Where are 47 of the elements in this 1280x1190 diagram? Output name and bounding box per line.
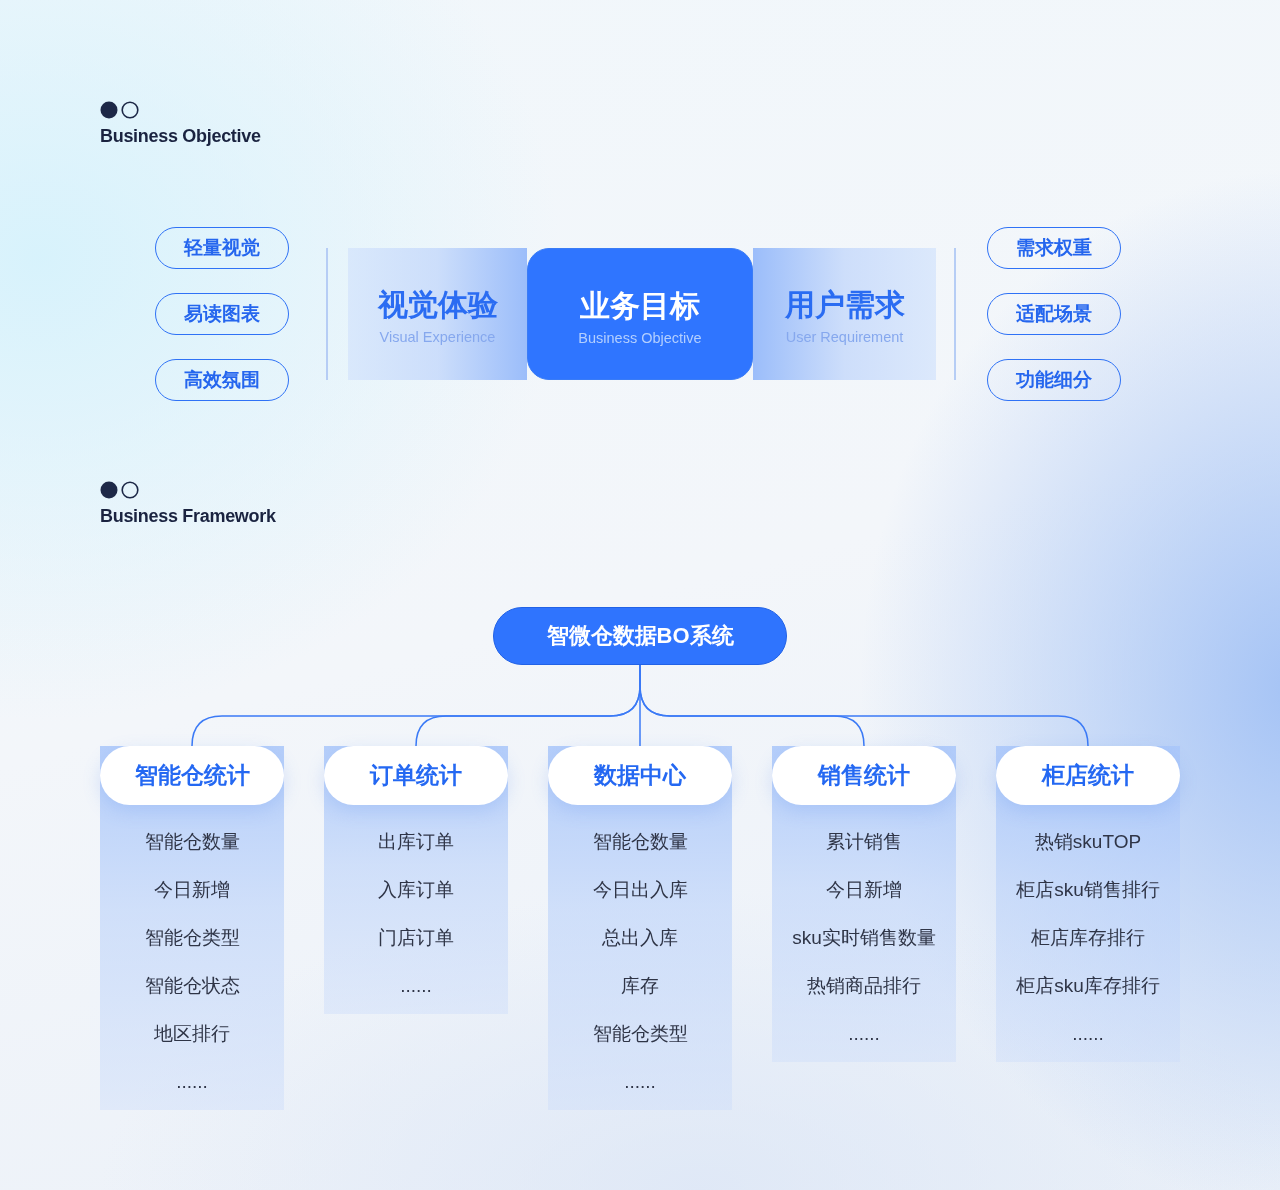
list-item: 智能仓数量 [592, 830, 688, 854]
list-item: 智能仓类型 [592, 1022, 688, 1046]
list-item: 总出入库 [602, 926, 678, 950]
highlight-box [527, 248, 753, 380]
list-item: 智能仓数量 [144, 830, 240, 854]
box-subtitle: Business Objective [578, 329, 702, 347]
column-header-pill: 智能仓统计 [100, 746, 284, 805]
column-panel [548, 746, 732, 1110]
list-item: ...... [624, 1070, 656, 1094]
list-item: 地区排行 [154, 1022, 230, 1046]
list-item: 智能仓状态 [144, 974, 240, 998]
list-item: 出库订单 [378, 830, 454, 854]
band-title: 用户需求 [784, 287, 905, 323]
list-item: 今日出入库 [592, 878, 688, 902]
list-item: 累计销售 [826, 830, 902, 854]
list-item: 柜店库存排行 [1031, 926, 1145, 950]
list-item: sku实时销售数量 [792, 926, 936, 950]
list-item: 柜店sku销售排行 [1016, 878, 1160, 902]
column-panel [324, 746, 508, 1014]
box-title: 业务目标 [580, 288, 700, 324]
list-item: 今日新增 [826, 878, 902, 902]
column-panel [996, 746, 1180, 1062]
highlight-band [348, 248, 527, 380]
band-title: 视觉体验 [377, 287, 498, 323]
highlight-band [753, 248, 936, 380]
list-item: 柜店sku库存排行 [1016, 974, 1160, 998]
band-subtitle: Visual Experience [379, 328, 496, 346]
column-panel [100, 746, 284, 1110]
column-panel [772, 746, 956, 1062]
list-item: 入库订单 [378, 878, 454, 902]
column-header-pill: 订单统计 [324, 746, 508, 805]
list-item: 热销skuTOP [1034, 830, 1142, 854]
root-pill: 智微仓数据BO系统 [493, 607, 787, 665]
column-header-pill: 数据中心 [548, 746, 732, 805]
list-item: ...... [400, 974, 432, 998]
section-heading: Business Objective [100, 125, 261, 147]
section-heading: Business Framework [100, 505, 276, 527]
column-header-pill: 柜店统计 [996, 746, 1180, 805]
list-item: 今日新增 [154, 878, 230, 902]
list-item: 库存 [621, 974, 659, 998]
list-item: 门店订单 [378, 926, 454, 950]
column-header-pill: 销售统计 [772, 746, 956, 805]
list-item: ...... [848, 1022, 880, 1046]
list-item: 智能仓类型 [144, 926, 240, 950]
list-item: 热销商品排行 [807, 974, 921, 998]
list-item: ...... [1072, 1022, 1104, 1046]
list-item: ...... [176, 1070, 208, 1094]
